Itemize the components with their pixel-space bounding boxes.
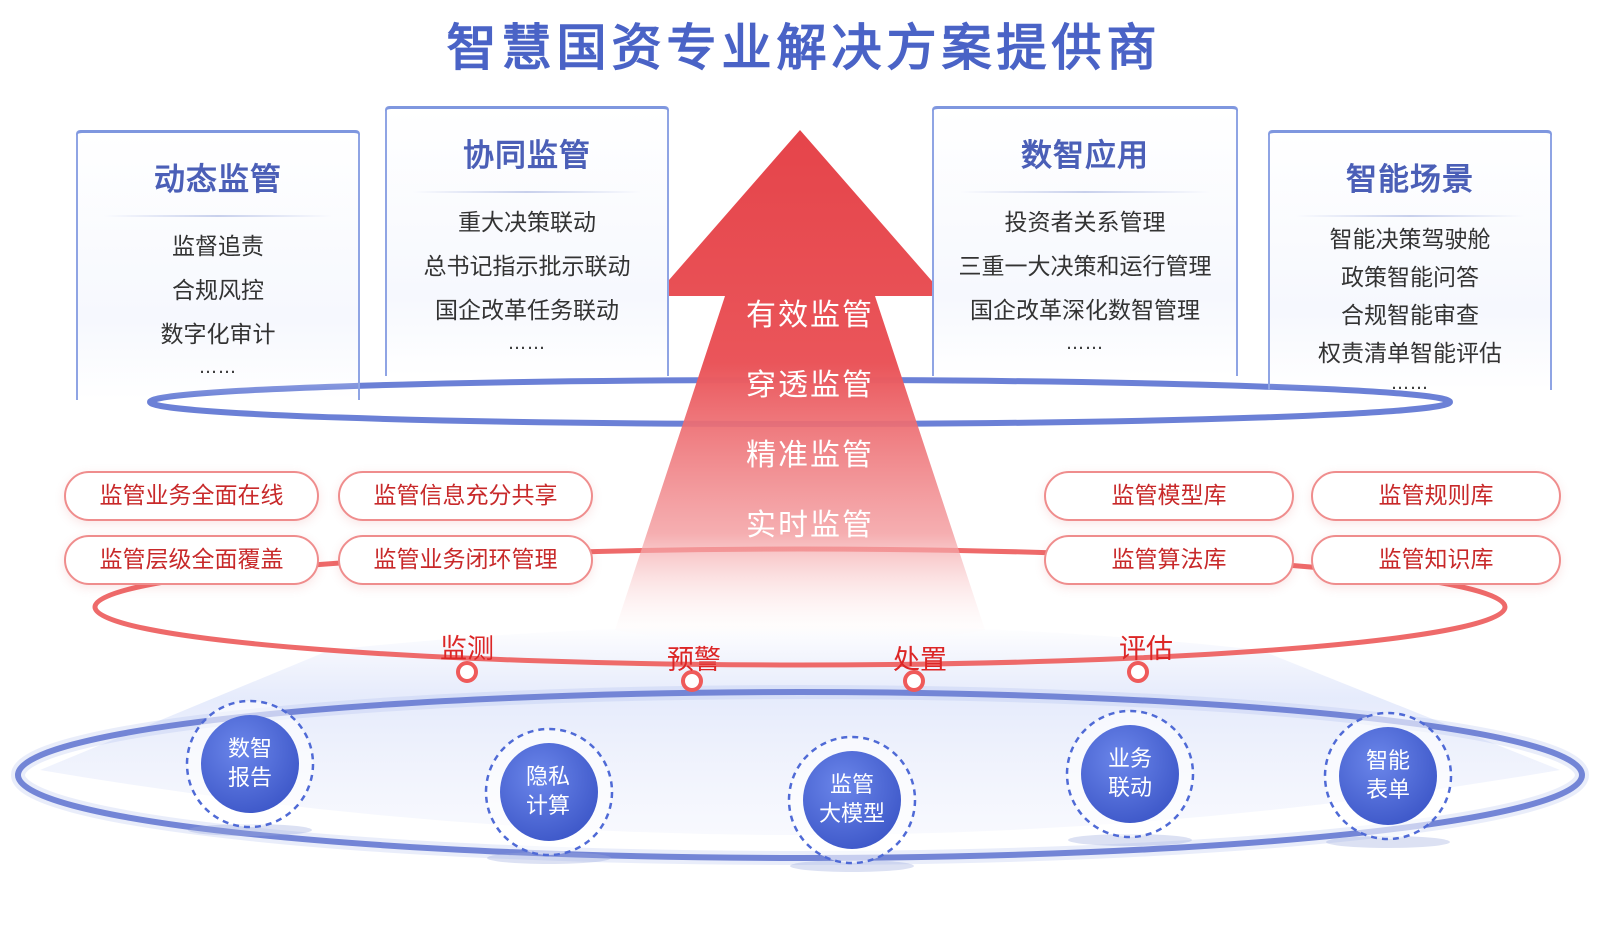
node-line: 智能 [1365, 749, 1410, 774]
card-item: 三重一大决策和运行管理 [958, 254, 1212, 280]
node-shadow [188, 824, 312, 836]
pill-capability: 监管业务全面在线 [64, 471, 319, 521]
card-divider [960, 191, 1210, 193]
node-line: 联动 [1107, 776, 1152, 801]
arrow-item: 实时监管 [746, 508, 874, 543]
node-label: 隐私 计算 [504, 763, 592, 821]
card-digital-applications: 数智应用 投资者关系管理 三重一大决策和运行管理 国企改革深化数智管理 …… [932, 106, 1238, 376]
node-circle [201, 715, 299, 813]
stage-dot [1127, 661, 1149, 683]
pill-capability: 监管业务闭环管理 [338, 535, 593, 585]
pill-library: 监管规则库 [1311, 471, 1561, 521]
card-more: …… [1391, 373, 1429, 394]
pill-library: 监管算法库 [1044, 535, 1294, 585]
card-dynamic-supervision: 动态监管 监督追责 合规风控 数字化审计 …… [76, 130, 360, 400]
card-item: 重大决策联动 [458, 210, 596, 236]
node-line: 数智 [227, 737, 272, 762]
node-shadow [790, 860, 914, 872]
stage-dot [456, 661, 478, 683]
card-title: 数智应用 [1021, 138, 1149, 174]
bottom-blue-ring [15, 689, 1585, 861]
card-item: 合规风控 [172, 278, 264, 304]
node-line: 监管 [829, 773, 874, 798]
node-circle [1339, 727, 1437, 825]
card-divider [1296, 215, 1524, 217]
pill-capability: 监管层级全面覆盖 [64, 535, 319, 585]
stage-label: 评估 [1119, 634, 1173, 665]
pill-library: 监管知识库 [1311, 535, 1561, 585]
stage-label: 预警 [667, 645, 721, 676]
card-item: 政策智能问答 [1341, 265, 1479, 291]
stage-dot [681, 670, 703, 692]
card-divider [104, 215, 332, 217]
bottom-blue-ring-glow [11, 685, 1589, 865]
pill-capability: 监管信息充分共享 [338, 471, 593, 521]
card-item: 合规智能审查 [1341, 303, 1479, 329]
stage-label: 监测 [440, 634, 494, 665]
card-item: 权责清单智能评估 [1318, 341, 1502, 367]
card-item: 监督追责 [172, 234, 264, 260]
card-item: 国企改革深化数智管理 [970, 298, 1200, 324]
node-shadow [487, 852, 611, 864]
card-smart-scenarios: 智能场景 智能决策驾驶舱 政策智能问答 合规智能审查 权责清单智能评估 …… [1268, 130, 1552, 394]
card-title: 动态监管 [154, 162, 282, 198]
node-line: 隐私 [525, 765, 570, 790]
stage-label: 处置 [893, 645, 947, 676]
node-circle [1081, 725, 1179, 823]
card-more: …… [508, 333, 546, 354]
node-line: 计算 [525, 794, 570, 819]
growth-arrow [615, 130, 985, 648]
node-label: 数智 报告 [206, 735, 294, 793]
card-more: …… [199, 357, 237, 378]
card-item: 投资者关系管理 [1004, 210, 1166, 236]
card-divider [413, 191, 641, 193]
node-label: 监管 大模型 [806, 771, 898, 829]
card-title: 智能场景 [1346, 162, 1474, 198]
node-line: 表单 [1365, 778, 1410, 803]
arrow-item: 有效监管 [746, 298, 874, 333]
stage-dot [903, 670, 925, 692]
card-item: 国企改革任务联动 [435, 298, 619, 324]
card-item: 智能决策驾驶舱 [1329, 227, 1491, 253]
node-shadow [1068, 834, 1192, 846]
node-circle [803, 751, 901, 849]
page-title: 智慧国资专业解决方案提供商 [446, 19, 1162, 77]
node-circle [500, 743, 598, 841]
arrow-item: 穿透监管 [746, 368, 874, 403]
arrow-item: 精准监管 [746, 438, 874, 473]
node-label: 业务 联动 [1086, 745, 1174, 803]
node-line: 报告 [227, 766, 272, 791]
card-more: …… [1066, 333, 1104, 354]
card-collaborative-supervision: 协同监管 重大决策联动 总书记指示批示联动 国企改革任务联动 …… [385, 106, 669, 376]
card-title: 协同监管 [463, 138, 591, 174]
node-line: 大模型 [818, 802, 885, 827]
card-item: 总书记指示批示联动 [423, 254, 631, 280]
node-shadow [1326, 836, 1450, 848]
card-item: 数字化审计 [160, 322, 276, 348]
node-label: 智能 表单 [1344, 747, 1432, 805]
pill-library: 监管模型库 [1044, 471, 1294, 521]
node-line: 业务 [1107, 747, 1152, 772]
